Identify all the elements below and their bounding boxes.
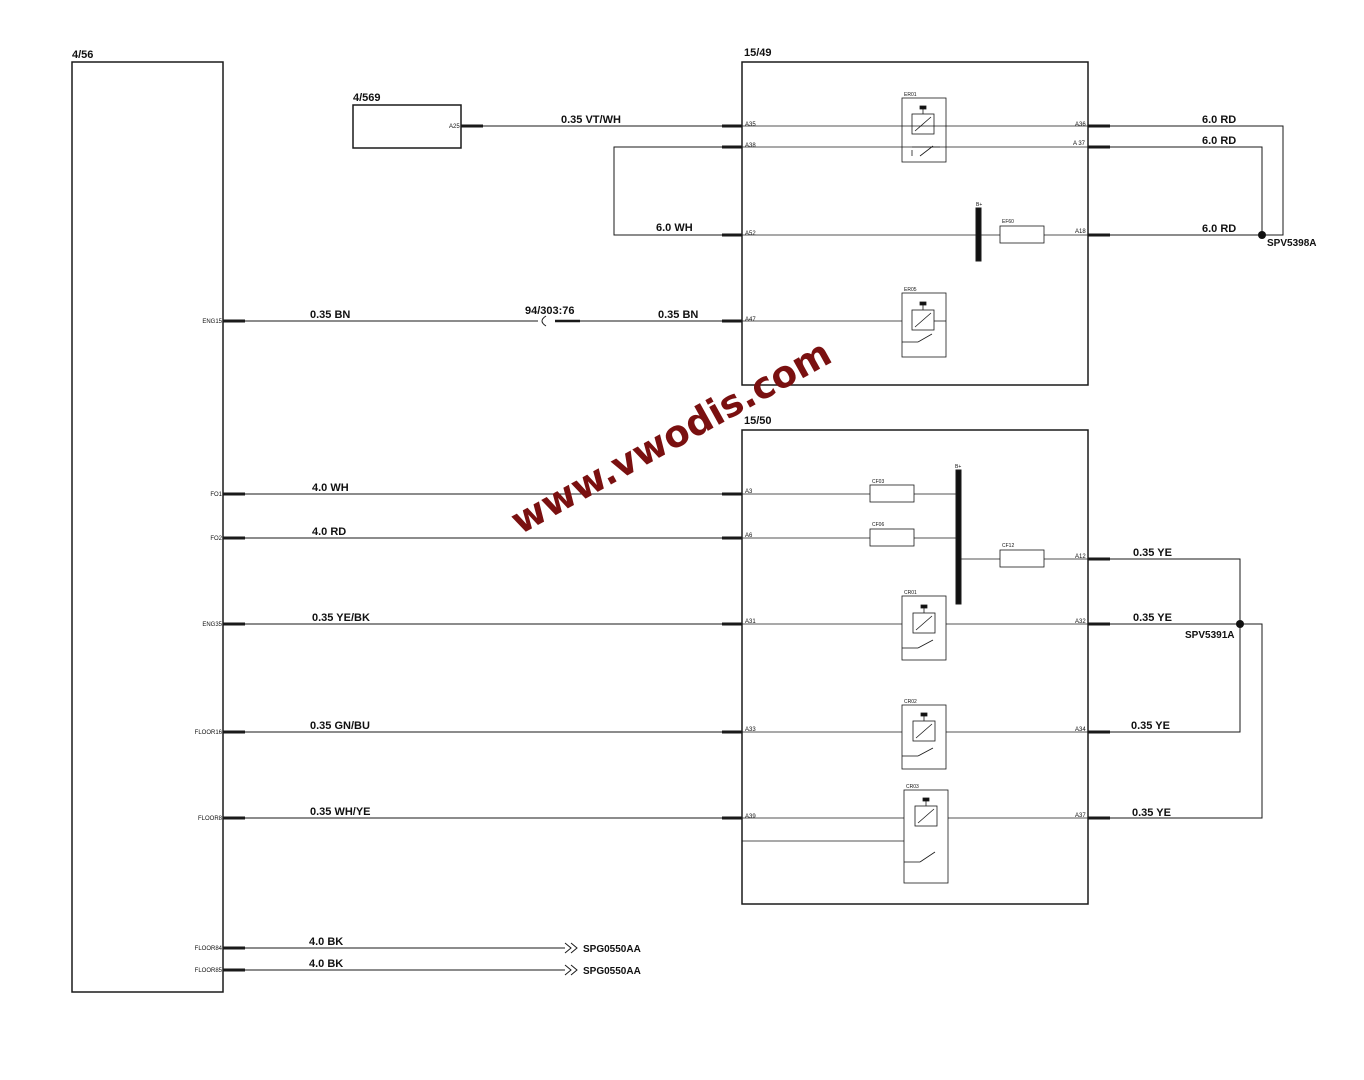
wire-label-wh-60: 6.0 WH <box>656 222 693 234</box>
pin-a18: A18 <box>1075 229 1086 235</box>
module-15-50: 15/50 <box>741 415 1089 905</box>
wire-label-rd-40: 4.0 RD <box>312 526 346 538</box>
fuse-ef60: EF60 <box>999 219 1045 244</box>
fuse-cf03-label: CF03 <box>872 479 884 485</box>
wires <box>245 125 1284 971</box>
ground-arrows <box>564 942 578 976</box>
relay-er01: ER01 <box>901 92 947 163</box>
module-15-49-label: 15/49 <box>744 47 772 59</box>
wire-label-bk-2: 4.0 BK <box>309 958 343 970</box>
ecu-pin-fo2: FO2 <box>210 536 222 542</box>
wire-label-gn-bu: 0.35 GN/BU <box>310 720 370 732</box>
wire-label-vt-wh: 0.35 VT/WH <box>561 114 621 126</box>
watermark-text: www.vwodis.com <box>504 331 839 543</box>
wire-label-ye-32: 0.35 YE <box>1133 612 1172 624</box>
pin-a34: A34 <box>1075 727 1086 733</box>
wire-label-ye-bk: 0.35 YE/BK <box>312 612 370 624</box>
relay-cr01: CR01 <box>901 590 947 661</box>
pin-a47: A47 <box>745 317 756 323</box>
internal-15-50 <box>742 493 1088 842</box>
wire-label-wh-40: 4.0 WH <box>312 482 349 494</box>
wire-label-bn-right: 0.35 BN <box>658 309 698 321</box>
module-4-56: 4/56 <box>71 49 224 993</box>
inline-connector: 94/303:76 <box>525 305 580 327</box>
pin-a6: A6 <box>745 533 753 539</box>
wire-label-bn-left: 0.35 BN <box>310 309 350 321</box>
fuse-cf06: CF06 <box>869 522 915 547</box>
fuse-cf06-label: CF06 <box>872 522 884 528</box>
bplus-bar-top: B+ <box>975 202 982 262</box>
pin-a32: A32 <box>1075 619 1086 625</box>
pin-a37-top: A 37 <box>1073 141 1086 147</box>
wire-label-wh-ye: 0.35 WH/YE <box>310 806 371 818</box>
wire-labels: 0.35 VT/WH 6.0 RD 6.0 RD 6.0 RD 6.0 WH 0… <box>309 114 1236 970</box>
module-4-56-label: 4/56 <box>72 49 93 61</box>
relay-cr02-label: CR02 <box>904 699 917 705</box>
pin-a52: A52 <box>745 231 756 237</box>
pin-stubs <box>223 124 1110 972</box>
ecu-pin-floor16: FLOOR16 <box>195 730 223 736</box>
relay-er05: ER05 <box>901 287 947 358</box>
bplus-top-label: B+ <box>976 202 982 208</box>
pin-a12: A12 <box>1075 554 1086 560</box>
splice-dots <box>1236 231 1266 628</box>
ecu-pin-floor85: FLOOR85 <box>195 968 223 974</box>
pin-a36: A36 <box>1075 122 1086 128</box>
splice-label-spv5398a: SPV5398A <box>1267 238 1316 249</box>
ecu-pin-floor8: FLOOR8 <box>198 816 223 822</box>
bplus-bar-bottom: B+ <box>955 464 962 605</box>
ecu-pin-eng35: ENG35 <box>202 622 222 628</box>
ecu-pin-floor84: FLOOR84 <box>195 946 223 952</box>
relay-cr03: CR03 <box>903 784 949 884</box>
relay-er05-label: ER05 <box>904 287 917 293</box>
fuse-cf03: CF03 <box>869 479 915 503</box>
splice-label-spg-2: SPG0550AA <box>583 966 641 977</box>
module-15-49: 15/49 <box>741 47 1089 386</box>
relay-er01-label: ER01 <box>904 92 917 98</box>
pin-a25: A25 <box>449 124 460 130</box>
ecu-pin-eng15: ENG15 <box>202 319 222 325</box>
pin-a31: A31 <box>745 619 756 625</box>
pin-a3: A3 <box>745 489 753 495</box>
module-pin-labels: A25 A35 A38 A52 A47 A36 A 37 A18 A3 A6 A… <box>449 122 1086 820</box>
relay-cr02: CR02 <box>901 699 947 770</box>
wire-label-rd-37: 6.0 RD <box>1202 135 1236 147</box>
wire-label-bk-1: 4.0 BK <box>309 936 343 948</box>
ecu-pin-fo1: FO1 <box>210 492 222 498</box>
splice-labels: SPV5398A SPV5391A SPG0550AA SPG0550AA <box>583 238 1316 977</box>
wire-label-rd-18: 6.0 RD <box>1202 223 1236 235</box>
fuse-cf12-label: CF12 <box>1002 543 1014 549</box>
pin-a33: A33 <box>745 727 756 733</box>
pin-a38: A38 <box>745 143 756 149</box>
wire-label-rd-36: 6.0 RD <box>1202 114 1236 126</box>
module-4-569: 4/569 <box>352 92 462 149</box>
relay-cr03-label: CR03 <box>906 784 919 790</box>
pin-a37-bottom: A37 <box>1075 813 1086 819</box>
pin-a35: A35 <box>745 122 756 128</box>
fuse-ef60-label: EF60 <box>1002 219 1014 225</box>
splice-dot-spv5398a <box>1258 231 1266 239</box>
relay-cr01-label: CR01 <box>904 590 917 596</box>
ecu-pin-labels: ENG15 FO1 FO2 ENG35 FLOOR16 FLOOR8 FLOOR… <box>195 319 223 974</box>
wire-label-ye-34: 0.35 YE <box>1131 720 1170 732</box>
fuse-cf12: CF12 <box>999 543 1045 568</box>
splice-label-spv5391a: SPV5391A <box>1185 630 1234 641</box>
pin-a39: A39 <box>745 814 756 820</box>
module-4-569-label: 4/569 <box>353 92 381 104</box>
wire-label-ye-37: 0.35 YE <box>1132 807 1171 819</box>
splice-label-spg-1: SPG0550AA <box>583 944 641 955</box>
wire-label-ye-12: 0.35 YE <box>1133 547 1172 559</box>
inline-connector-label: 94/303:76 <box>525 305 575 317</box>
bplus-bottom-label: B+ <box>955 464 961 470</box>
splice-dot-spv5391a <box>1236 620 1244 628</box>
module-15-50-label: 15/50 <box>744 415 772 427</box>
